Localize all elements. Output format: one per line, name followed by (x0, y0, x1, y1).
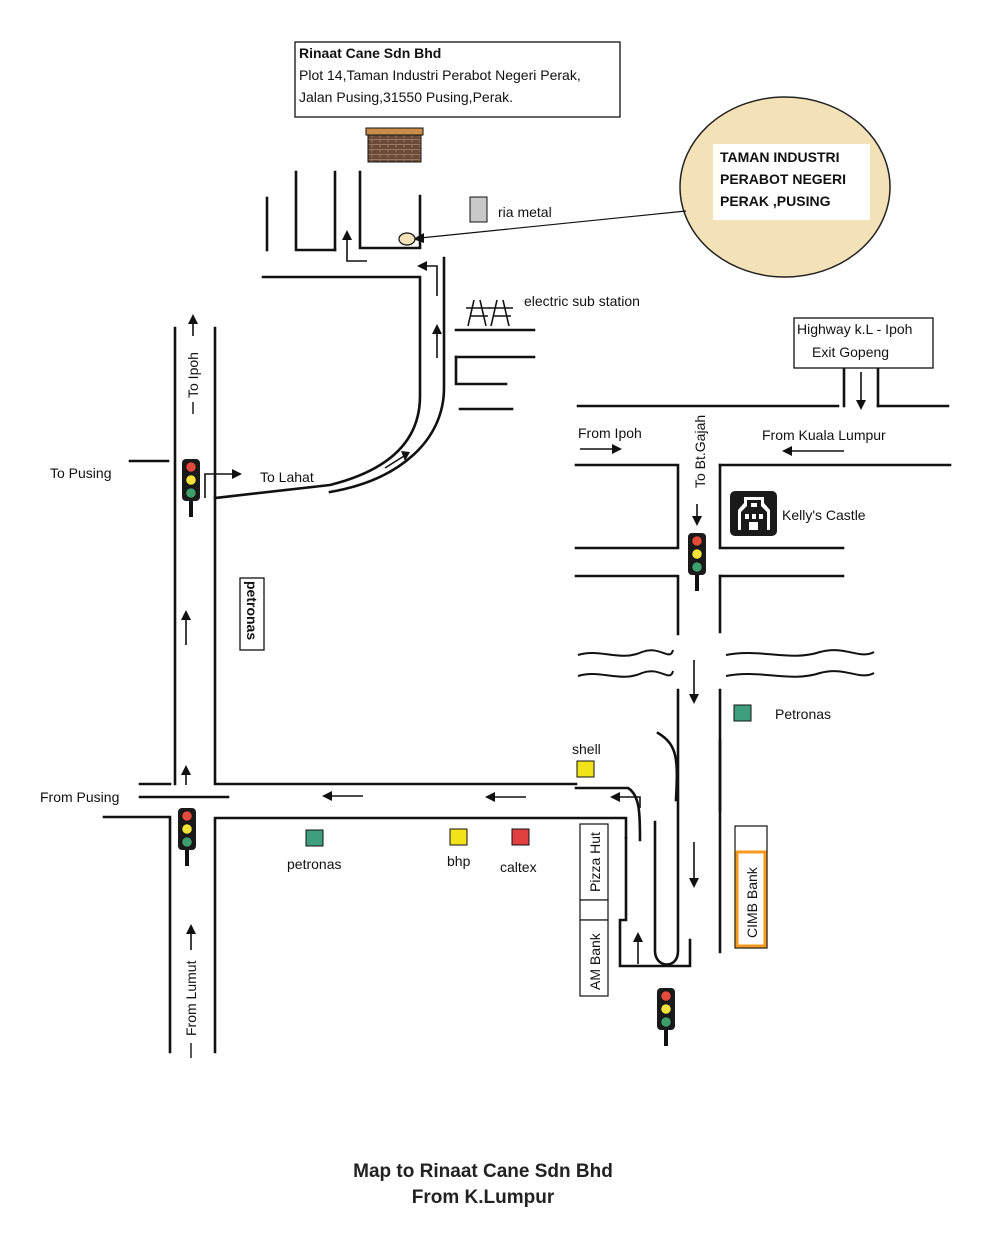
am-bank-box: AM Bank (579, 919, 609, 997)
petronas-bottom-station-icon (305, 829, 324, 847)
highway-line2: Exit Gopeng (812, 344, 889, 360)
kellys-castle-icon (730, 491, 777, 536)
arrow-turn-left-icon (417, 261, 438, 296)
arrow-up-icon (181, 610, 191, 645)
from-kuala-lumpur-label: From Kuala Lumpur (762, 427, 886, 443)
from-lumut-label: From Lumut (183, 960, 199, 1036)
highway-line1: Highway k.L - Ipoh (797, 321, 912, 337)
bhp-label: bhp (447, 853, 471, 869)
petronas-right-station-icon (733, 704, 752, 722)
caltex-label: caltex (500, 859, 537, 875)
cimb-bank-label: CIMB Bank (744, 866, 760, 938)
electric-sub-station-label: electric sub station (524, 293, 640, 309)
arrow-left-icon (485, 792, 526, 802)
callout-line3: PERAK ,PUSING (720, 193, 831, 209)
map-title-line2: From K.Lumpur (412, 1187, 555, 1208)
shell-station-icon (576, 760, 595, 778)
bhp-station-icon (449, 828, 468, 846)
shell-label: shell (572, 741, 601, 757)
industrial-park-callout: TAMAN INDUSTRI PERABOT NEGERI PERAK ,PUS… (398, 96, 891, 278)
company-building-icon (365, 127, 424, 163)
arrow-up-icon (186, 924, 196, 950)
map-title-line1: Map to Rinaat Cane Sdn Bhd (353, 1161, 613, 1182)
arrow-down-icon (689, 660, 699, 704)
from-ipoh-label: From Ipoh (578, 425, 642, 441)
arrow-up-icon (432, 324, 442, 358)
traffic-light-icon (178, 808, 196, 866)
arrow-up-right-icon (384, 451, 410, 469)
company-address-line1: Plot 14,Taman Industri Perabot Negeri Pe… (299, 67, 581, 83)
callout-line1: TAMAN INDUSTRI (720, 149, 840, 165)
direction-arrows (181, 230, 866, 964)
ria-metal-label: ria metal (498, 204, 552, 220)
from-pusing-label: From Pusing (40, 789, 119, 805)
highway-exit-box: Highway k.L - Ipoh Exit Gopeng (793, 317, 934, 369)
callout-line2: PERABOT NEGERI (720, 171, 846, 187)
pizza-hut-label: Pizza Hut (587, 832, 603, 892)
arrow-left-icon (322, 791, 363, 801)
arrow-down-icon (689, 842, 699, 888)
electric-pylon-icon (466, 299, 513, 327)
traffic-light-icon (657, 988, 675, 1046)
right-side-roads (574, 366, 952, 968)
arrow-down-icon (856, 372, 866, 410)
arrow-up-icon (181, 765, 191, 785)
arrow-up-icon (188, 314, 198, 336)
kellys-castle-label: Kelly's Castle (782, 507, 866, 523)
petronas-box-label: petronas (244, 581, 260, 640)
arrow-turn-left-icon (610, 792, 641, 808)
company-address-box: Rinaat Cane Sdn Bhd Plot 14,Taman Indust… (294, 41, 621, 118)
caltex-station-icon (511, 828, 530, 846)
company-name: Rinaat Cane Sdn Bhd (299, 45, 441, 61)
to-pusing-label: To Pusing (50, 465, 111, 481)
arrow-left-icon (782, 446, 844, 456)
to-lahat-label: To Lahat (260, 469, 314, 485)
company-address-line2: Jalan Pusing,31550 Pusing,Perak. (299, 89, 513, 105)
arrow-right-icon (580, 444, 622, 454)
petronas-bottom-label: petronas (287, 856, 341, 872)
traffic-lights (178, 459, 706, 1046)
industrial-park-streets (213, 170, 536, 500)
petronas-right-label: Petronas (775, 706, 831, 722)
pizza-hut-box: Pizza Hut (579, 823, 609, 901)
petronas-station-box: petronas (239, 577, 265, 651)
traffic-light-icon (182, 459, 200, 517)
arrow-right-icon (204, 469, 242, 498)
left-main-road (102, 326, 628, 1054)
to-bt-gajah-label: To Bt.Gajah (692, 415, 708, 488)
arrow-down-icon (692, 504, 702, 526)
am-bank-label: AM Bank (587, 932, 603, 990)
destination-marker-icon (398, 232, 416, 246)
to-ipoh-label: To Ipoh (185, 352, 201, 398)
ria-metal-building-icon (469, 196, 488, 223)
arrow-turn-up-icon (342, 230, 367, 262)
traffic-light-icon (688, 533, 706, 591)
arrow-up-icon (633, 932, 643, 964)
cimb-bank-box: CIMB Bank (734, 825, 768, 949)
